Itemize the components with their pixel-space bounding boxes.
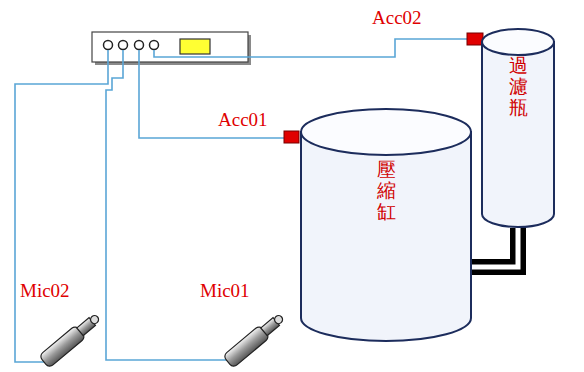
acc02-wire	[154, 39, 467, 57]
mic-body	[39, 325, 86, 368]
mic02-wire	[15, 50, 108, 362]
input-jack	[135, 41, 144, 50]
accelerometer	[467, 33, 483, 45]
sensor-label: Mic02	[20, 281, 70, 302]
mic-tip	[89, 314, 100, 325]
pipe-wall	[472, 228, 518, 267]
sensor-label: Mic01	[200, 281, 250, 302]
cylinder-vessel: 過濾瓶	[481, 28, 555, 228]
vessel-name: 壓縮缸	[377, 108, 396, 223]
sensor-label: Acc01	[218, 110, 268, 131]
instrument	[92, 32, 251, 65]
accelerometer	[284, 131, 299, 143]
sensor-label: Acc02	[372, 8, 422, 29]
mic-tip	[273, 314, 284, 325]
pipe-bore	[472, 228, 518, 267]
pipe	[472, 228, 518, 267]
input-jack	[150, 41, 159, 50]
input-jack	[119, 41, 128, 50]
mic-body	[223, 325, 270, 368]
mic01-wire	[106, 50, 230, 360]
acc01-wire	[139, 50, 284, 138]
cylinder-vessel: 壓縮缸	[300, 108, 472, 342]
microphone	[223, 311, 287, 368]
vessel-name: 過濾瓶	[509, 28, 528, 119]
cylinder-top	[482, 29, 554, 55]
cylinder-outline	[300, 108, 472, 342]
display	[180, 39, 210, 54]
input-jack	[104, 41, 113, 50]
microphone	[39, 311, 103, 368]
cylinder-top	[301, 109, 471, 155]
